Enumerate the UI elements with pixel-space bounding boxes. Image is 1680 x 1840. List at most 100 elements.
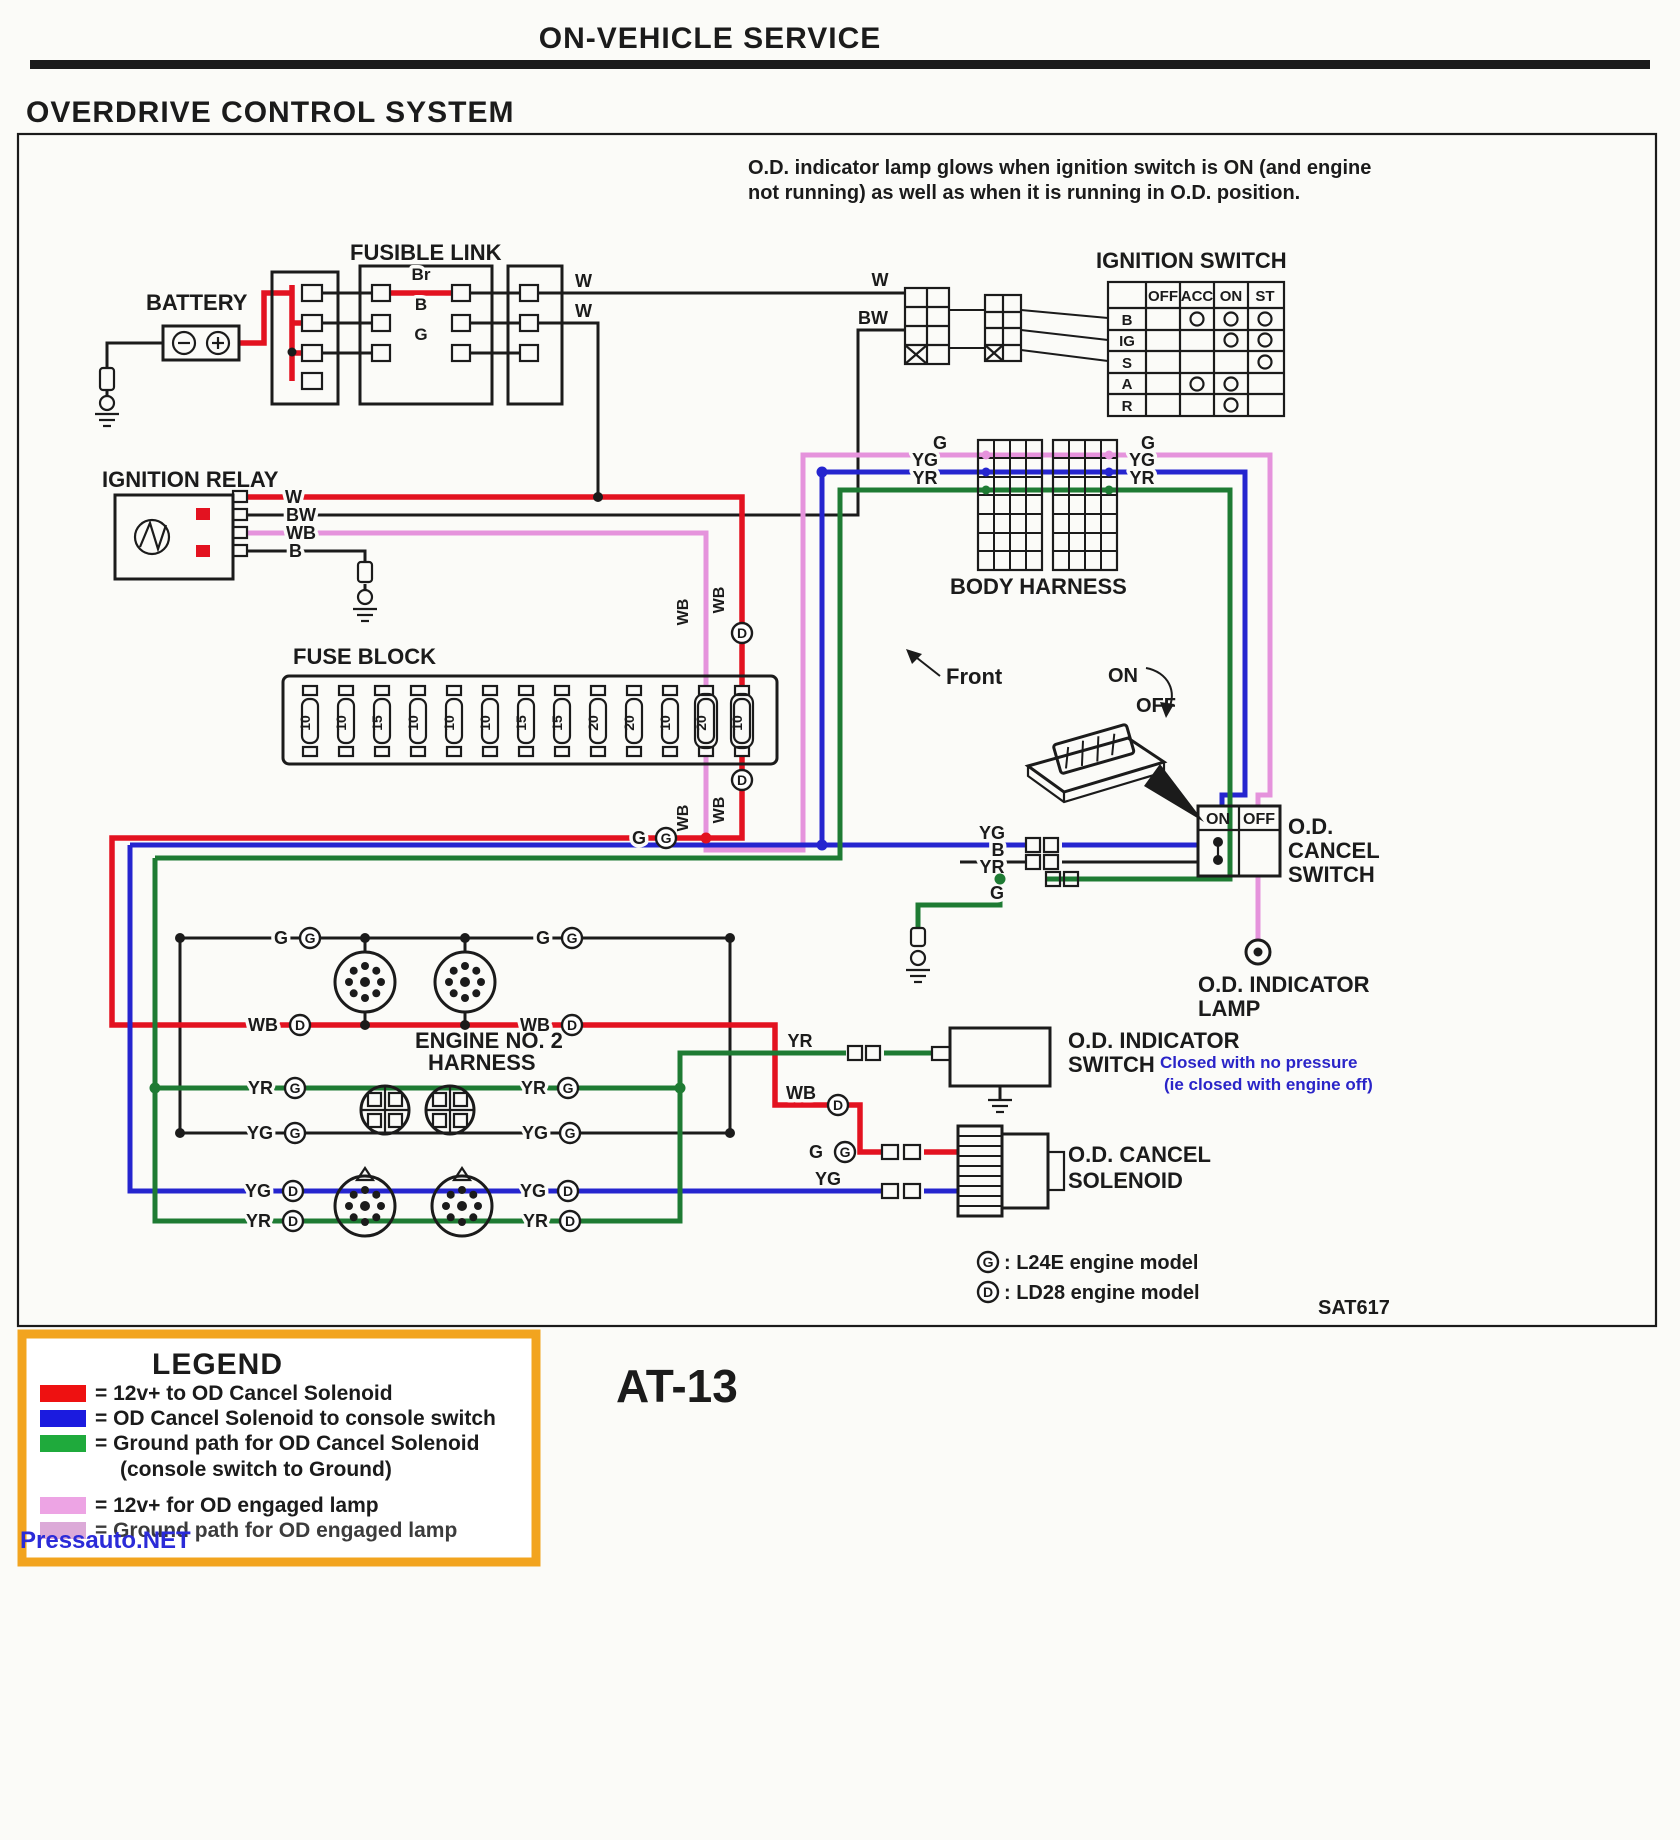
ign-row-s: S <box>1122 355 1132 372</box>
wire-label-yg: YG <box>815 1169 841 1189</box>
svg-text:G: G <box>565 1125 576 1141</box>
ignition-switch-table: OFF ACC ON ST B IG S A R <box>1106 280 1286 418</box>
engine-harness-rows: G G G G WB D WB D ENGINE NO. 2 HARNESS Y… <box>241 925 857 1238</box>
battery-label: BATTERY <box>146 290 248 315</box>
fuse-value: 15 <box>549 715 565 731</box>
od-indicator-switch: YR O.D. INDICATOR SWITCH Closed with no … <box>784 1026 1373 1114</box>
fusible-link-box-1 <box>270 270 340 406</box>
wire-label-yg: YG <box>1129 450 1155 470</box>
ign-row-a: A <box>1122 376 1133 393</box>
wire-label-yr: YR <box>523 1211 548 1231</box>
od-cancel-switch: YG B YR G ON OFF O.D. CANCEL SWITCH O.D.… <box>904 804 1380 1021</box>
engine-harness-label-2: HARNESS <box>428 1050 536 1075</box>
wire-label-yg: YG <box>979 823 1005 843</box>
legend-item-4: = 12v+ for OD engaged lamp <box>95 1494 379 1517</box>
ocs-label-3: SWITCH <box>1288 862 1375 887</box>
pressure-note-1: Closed with no pressure <box>1160 1053 1357 1072</box>
ign-row-ig: IG <box>1119 333 1135 350</box>
svg-text:D: D <box>983 1284 993 1300</box>
fuse-value: 10 <box>297 715 313 731</box>
engine-model-key: G : L24E engine model D : LD28 engine mo… <box>976 1250 1390 1319</box>
wire-label-yg: YG <box>245 1181 271 1201</box>
svg-text:G: G <box>305 930 316 946</box>
fuse-block-label: FUSE BLOCK <box>293 644 436 669</box>
circled-g: G <box>283 1121 307 1145</box>
legend-swatch-green <box>40 1435 86 1452</box>
legend-swatch-violet-2 <box>40 1522 86 1539</box>
wire-label-g: G <box>809 1142 823 1162</box>
svg-text:D: D <box>565 1213 575 1229</box>
wire-label-yg: YG <box>520 1181 546 1201</box>
engine-harness-label-1: ENGINE NO. 2 <box>415 1028 563 1053</box>
wire-label-w: W <box>872 270 889 290</box>
switch-ground-icon <box>904 968 932 984</box>
wire-label-yg: YG <box>247 1123 273 1143</box>
circled-d: D <box>556 1179 580 1203</box>
battery-plus-terminal <box>205 330 231 356</box>
body-harness: G YG YR G YG YR BODY HARNESS <box>908 430 1158 600</box>
fuse-value: 20 <box>585 715 601 731</box>
front-arrow-icon <box>906 649 922 664</box>
solenoid-tip <box>1046 1150 1066 1192</box>
svg-text:G: G <box>840 1144 851 1160</box>
circled-d: D <box>730 768 754 792</box>
svg-text:G: G <box>290 1125 301 1141</box>
svg-text:G: G <box>983 1254 994 1270</box>
ignition-relay: IGNITION RELAY W BW WB B <box>102 467 379 623</box>
engine-harness-connector-icon <box>433 950 497 1014</box>
lamp-label-2: LAMP <box>1198 996 1260 1021</box>
ocs-label-1: O.D. <box>1288 814 1333 839</box>
fuse-value: 10 <box>477 715 493 731</box>
console-od-switch-knob <box>1052 723 1136 775</box>
circled-d: D <box>976 1280 1000 1304</box>
lamp-label-1: O.D. INDICATOR <box>1198 972 1370 997</box>
ocs-label-2: CANCEL <box>1288 838 1380 863</box>
circled-g: G <box>556 1076 580 1100</box>
link-g-label: G <box>414 325 427 344</box>
legend-item-3: = Ground path for OD Cancel Solenoid <box>95 1432 479 1455</box>
wire-label-yr: YR <box>521 1078 546 1098</box>
front-label: Front <box>946 664 1003 689</box>
fuse-block-body <box>281 674 779 766</box>
svg-text:D: D <box>833 1097 843 1113</box>
fuse-value: 15 <box>369 715 385 731</box>
note-line-2: not running) as well as when it is runni… <box>748 182 1300 204</box>
circled-d: D <box>281 1179 305 1203</box>
sheet-code: SAT617 <box>1318 1297 1390 1319</box>
fuse-value-solenoid-feed: 10 <box>729 715 745 731</box>
body-harness-label: BODY HARNESS <box>950 574 1127 599</box>
model-note-ld28: : LD28 engine model <box>1004 1282 1200 1304</box>
off-label: OFF <box>1136 695 1176 717</box>
svg-text:G: G <box>567 930 578 946</box>
wire-label-bw: BW <box>858 308 888 328</box>
wire-label-g: G <box>536 928 550 948</box>
engine-harness-connector-icon <box>333 1174 397 1238</box>
wire-label-b: B <box>289 541 302 561</box>
ign-row-b: B <box>1122 312 1133 329</box>
wire-violet-lamp-feed <box>247 452 1273 941</box>
wire-label-g: G <box>1141 433 1155 453</box>
ign-col-st: ST <box>1255 288 1274 305</box>
engine-harness-connector-icon <box>333 950 397 1014</box>
circled-g: G <box>560 926 584 950</box>
pointer-arrow-icon <box>1144 764 1204 822</box>
wire-label-w: W <box>575 301 592 321</box>
legend-box <box>17 1329 541 1567</box>
legend-item-5: = Ground path for OD engaged lamp <box>95 1519 457 1542</box>
link-b-label: B <box>415 295 427 314</box>
svg-text:D: D <box>288 1183 298 1199</box>
ois-ground-icon <box>986 1098 1014 1114</box>
wire-black-runs <box>105 291 1198 1135</box>
engine-harness-connector-icon <box>359 1084 411 1136</box>
svg-text:D: D <box>567 1017 577 1033</box>
wire-label-wb: WB <box>675 599 692 626</box>
wire-green-ground-path <box>152 487 1233 1224</box>
circled-d: D <box>288 1013 312 1037</box>
circled-d: D <box>558 1209 582 1233</box>
wire-label-yr: YR <box>246 1211 271 1231</box>
svg-text:D: D <box>295 1017 305 1033</box>
relay-coil-icon <box>133 518 171 556</box>
fuse-row: 10 10 15 10 10 10 15 15 20 20 10 20 10 <box>297 684 755 758</box>
